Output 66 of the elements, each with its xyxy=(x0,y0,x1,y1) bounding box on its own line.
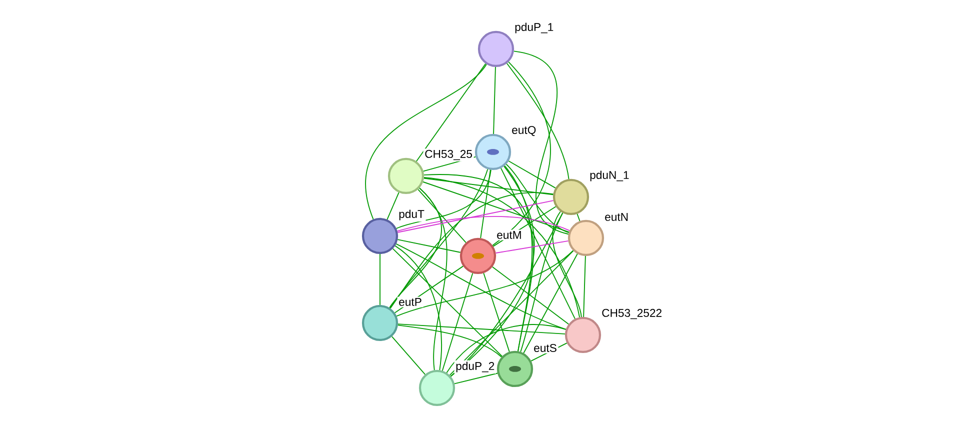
protein-node xyxy=(568,220,604,256)
interaction-line xyxy=(397,239,461,253)
interaction-line xyxy=(392,248,503,357)
interaction-line xyxy=(398,324,566,334)
interaction-line xyxy=(520,212,564,352)
interaction-line xyxy=(424,174,534,352)
node-label: pduT xyxy=(397,208,426,222)
protein-node xyxy=(460,238,496,274)
node-label: pduP_1 xyxy=(513,21,555,35)
node-label: eutQ xyxy=(510,124,538,138)
interaction-line xyxy=(576,213,580,222)
interaction-line xyxy=(495,240,569,254)
interaction-line xyxy=(422,181,570,233)
node-label: CH53_2522 xyxy=(600,308,664,320)
interaction-line xyxy=(493,66,496,134)
node-label: CH53_25 xyxy=(423,148,474,162)
interaction-line xyxy=(483,272,510,352)
interaction-line xyxy=(552,211,582,318)
interaction-line xyxy=(442,272,474,372)
protein-node xyxy=(474,134,512,170)
protein-node xyxy=(552,178,590,216)
interaction-line xyxy=(506,164,570,234)
protein-node xyxy=(362,304,398,342)
interaction-line xyxy=(446,324,566,374)
interaction-line xyxy=(416,63,486,162)
interaction-line xyxy=(449,250,574,376)
protein-node xyxy=(362,218,398,254)
interaction-line xyxy=(396,243,566,330)
interaction-line xyxy=(386,192,400,220)
interaction-line xyxy=(423,178,554,196)
protein-node xyxy=(418,370,456,406)
interaction-line xyxy=(396,250,574,317)
interaction-line xyxy=(450,166,535,377)
interaction-line xyxy=(418,188,466,244)
interaction-line xyxy=(391,336,426,375)
interaction-line xyxy=(513,50,569,235)
interaction-line xyxy=(480,169,491,239)
interaction-line xyxy=(396,169,492,229)
interaction-line xyxy=(492,266,570,325)
interaction-line xyxy=(583,256,586,318)
interaction-line xyxy=(396,216,570,232)
node-label: eutM xyxy=(495,230,524,240)
interaction-line xyxy=(506,62,570,180)
interaction-line xyxy=(424,177,580,318)
interaction-line xyxy=(508,160,556,188)
protein-node xyxy=(496,350,534,388)
interaction-line xyxy=(450,212,564,377)
interaction-line xyxy=(419,188,448,371)
interaction-line xyxy=(523,253,578,354)
interaction-line xyxy=(365,64,487,220)
interaction-line xyxy=(394,245,442,371)
protein-node xyxy=(388,158,424,194)
interaction-line xyxy=(390,192,554,309)
node-label: eutP xyxy=(397,296,424,308)
interaction-line xyxy=(397,200,554,233)
interaction-line xyxy=(454,372,498,384)
interaction-line xyxy=(500,168,576,320)
interaction-line xyxy=(390,168,488,308)
interaction-line xyxy=(492,61,551,246)
node-label: pduP_2 xyxy=(454,360,496,374)
protein-node xyxy=(478,30,514,68)
node-label: eutN xyxy=(603,212,630,222)
interaction-line xyxy=(397,324,502,358)
node-label: eutS xyxy=(532,342,558,354)
protein-node xyxy=(564,316,602,354)
node-label: pduN_1 xyxy=(588,169,631,183)
